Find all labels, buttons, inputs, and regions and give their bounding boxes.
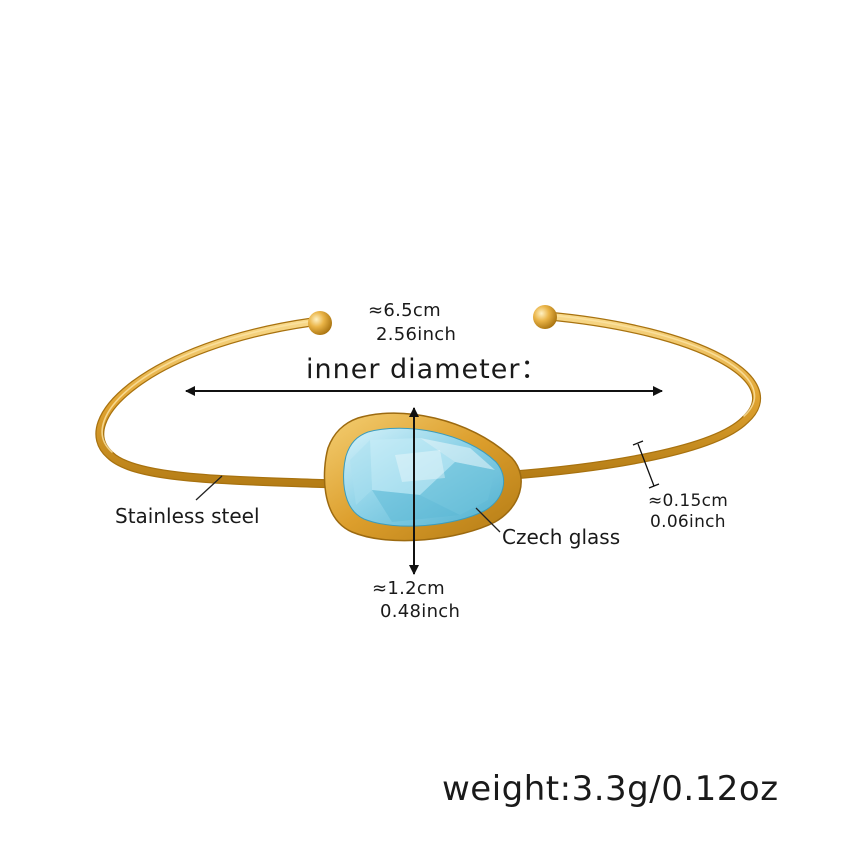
weight-label: weight:3.3g/0.12oz [442,769,779,809]
stone-height-inch-label: 0.48inch [380,601,461,622]
inner-diameter-title: inner diameter： [306,354,549,385]
diameter-cm-label: ≈6.5cm [368,300,441,321]
bracelet-end-ball-right [533,305,557,329]
thickness-inch-label: 0.06inch [650,512,726,532]
stainless-steel-label: Stainless steel [115,504,260,528]
thickness-cm-label: ≈0.15cm [648,491,729,511]
diameter-inch-label: 2.56inch [376,324,457,345]
bracelet-end-ball-left [308,311,332,335]
teardrop-stone [323,412,522,542]
thickness-indicator [632,440,660,489]
bracelet-band [95,311,762,489]
stone-height-cm-label: ≈1.2cm [372,578,445,599]
stone-leader-line [475,507,501,533]
band-leader-line [195,475,223,501]
czech-glass-label: Czech glass [502,525,621,549]
